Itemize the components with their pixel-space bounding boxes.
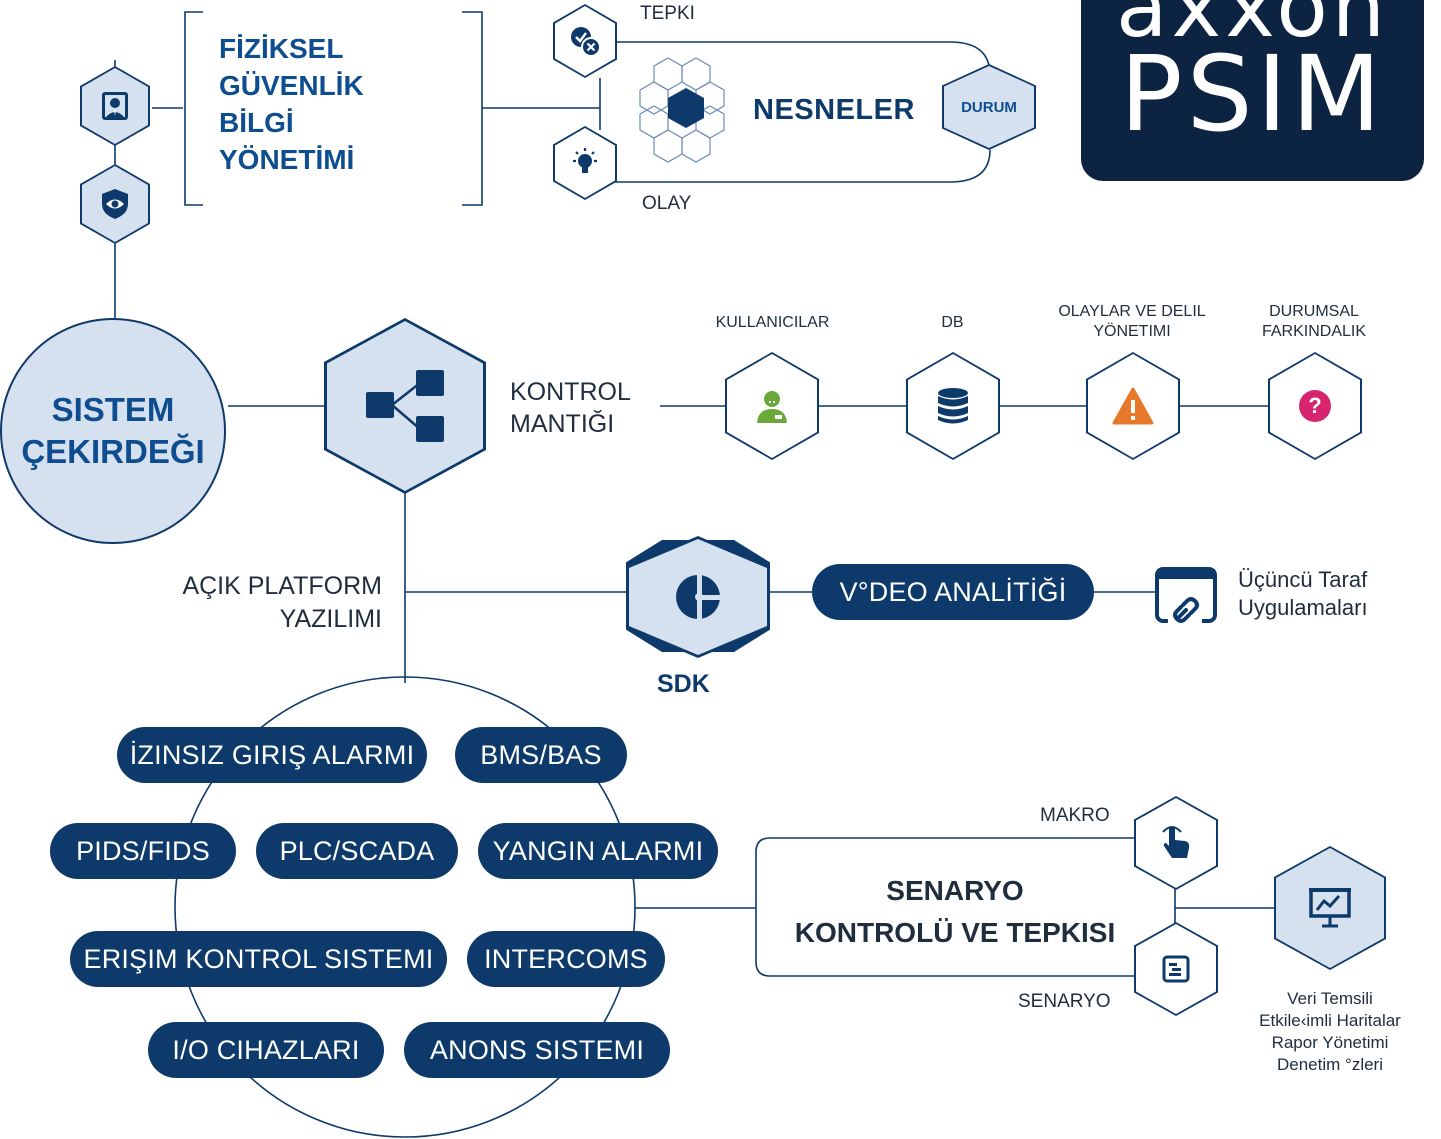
feature-item: Denetim °zleri: [1277, 1055, 1383, 1074]
touch-hand-icon: [1162, 826, 1190, 858]
title-line: BİLGİ: [219, 107, 294, 138]
logo-line-axxon: axxon: [1116, 0, 1389, 56]
awareness-label-text: DURUMSAL FARKINDALIK: [1261, 303, 1367, 340]
integration-pill: ANONS SISTEMI: [404, 1022, 670, 1078]
open-platform-label: AÇIK PLATFORM YAZILIMI: [140, 570, 382, 636]
warning-icon: [1112, 387, 1154, 425]
integration-pill: İZINSIZ GIRIŞ ALARMI: [117, 727, 427, 783]
scenario-title-line: KONTROLÜ VE TEPKISI: [794, 917, 1116, 948]
durum-hex: DURUM: [942, 64, 1036, 150]
feature-item: Etkile‹imli Haritalar: [1259, 1011, 1401, 1030]
title-line: YÖNETİMİ: [219, 144, 355, 175]
integration-pill: ERIŞIM KONTROL SISTEMI: [70, 931, 447, 987]
integration-pill: BMS/BAS: [455, 727, 627, 783]
open-platform-line: AÇIK PLATFORM: [182, 572, 382, 600]
feature-item: Rapor Yönetimi: [1271, 1033, 1389, 1052]
title-line: FİZİKSEL: [219, 33, 344, 64]
svg-text:?: ?: [1308, 393, 1321, 418]
user-icon: [757, 391, 787, 423]
control-logic-hex: [324, 318, 486, 494]
logo-line-psim: PSIM: [1119, 33, 1386, 155]
feature-item: Veri Temsili: [1287, 989, 1373, 1008]
module-label-awareness: DURUMSAL FARKINDALIK: [1238, 302, 1390, 342]
integration-pill: INTERCOMS: [467, 931, 665, 987]
axxon-psim-logo: axxon PSIM: [1081, 0, 1424, 181]
external-app-link-icon: [1155, 567, 1217, 626]
integration-pill: PIDS/FIDS: [50, 823, 236, 879]
video-analytics-pill: V°DEO ANALİTİĞİ: [812, 564, 1094, 620]
open-platform-line: YAZILIMI: [279, 605, 382, 633]
control-logic-line: KONTROL: [510, 378, 631, 406]
system-core-line: SISTEM: [51, 391, 175, 428]
sdk-logo-icon: [676, 575, 722, 619]
objects-hex-cluster-icon: [639, 57, 725, 163]
module-hex-db: [906, 352, 1000, 460]
question-icon: ?: [1299, 390, 1331, 422]
system-core-label: SISTEM ÇEKIRDEĞI: [21, 389, 204, 473]
integration-pill: YANGIN ALARMI: [478, 823, 718, 879]
sdk-label: SDK: [657, 670, 710, 698]
senaryo-label: SENARYO: [1018, 991, 1111, 1012]
nesneler-label: NESNELER: [753, 94, 915, 126]
response-hex: [553, 4, 617, 78]
module-label-incidents: OLAYLAR VE DELIL YÖNETIMI: [1042, 302, 1222, 342]
script-hex: [1134, 922, 1218, 1016]
tepki-label: TEPKI: [640, 3, 695, 24]
third-party-line: Üçüncü Taraf: [1238, 567, 1368, 592]
scenario-title: SENARYO KONTROLÜ VE TEPKISI: [760, 870, 1150, 954]
olay-label: OLAY: [642, 193, 692, 214]
lightbulb-icon: [573, 148, 597, 173]
module-hex-users: [725, 352, 819, 460]
event-hex: [553, 126, 617, 200]
control-logic-line: MANTIĞI: [510, 410, 615, 438]
control-logic-label: KONTROL MANTIĞI: [510, 376, 631, 440]
makro-label: MAKRO: [1040, 805, 1110, 826]
database-icon: [938, 388, 968, 424]
reports-hex: [1274, 846, 1386, 970]
macro-hex: [1134, 796, 1218, 890]
eye-shield-icon: [102, 189, 128, 219]
hierarchy-icon: [366, 370, 444, 442]
module-label-users: KULLANICILAR: [715, 314, 830, 331]
durum-label: DURUM: [961, 98, 1017, 116]
integration-pill: I/O CIHAZLARI: [148, 1022, 384, 1078]
check-cross-icon: [571, 27, 601, 57]
title-line: GÜVENLİK: [219, 70, 364, 101]
incidents-label-text: OLAYLAR VE DELIL YÖNETIMI: [1058, 303, 1206, 340]
system-core-line: ÇEKIRDEĞI: [21, 433, 205, 470]
monitor-user-icon: [102, 92, 128, 120]
third-party-label: Üçüncü Taraf Uygulamaları: [1238, 566, 1368, 622]
presentation-chart-icon: [1309, 888, 1351, 928]
integration-pill: PLC/SCADA: [256, 823, 458, 879]
system-core-circle: SISTEM ÇEKIRDEĞI: [0, 318, 226, 544]
scenario-title-line: SENARYO: [886, 875, 1024, 906]
script-list-icon: [1162, 955, 1190, 983]
third-party-line: Uygulamaları: [1238, 595, 1368, 620]
module-label-db: DB: [941, 314, 964, 331]
physical-security-title: FİZİKSEL GÜVENLİK BİLGİ YÖNETİMİ: [219, 30, 364, 178]
reports-features-list: Veri Temsili Etkile‹imli Haritalar Rapor…: [1222, 988, 1438, 1076]
